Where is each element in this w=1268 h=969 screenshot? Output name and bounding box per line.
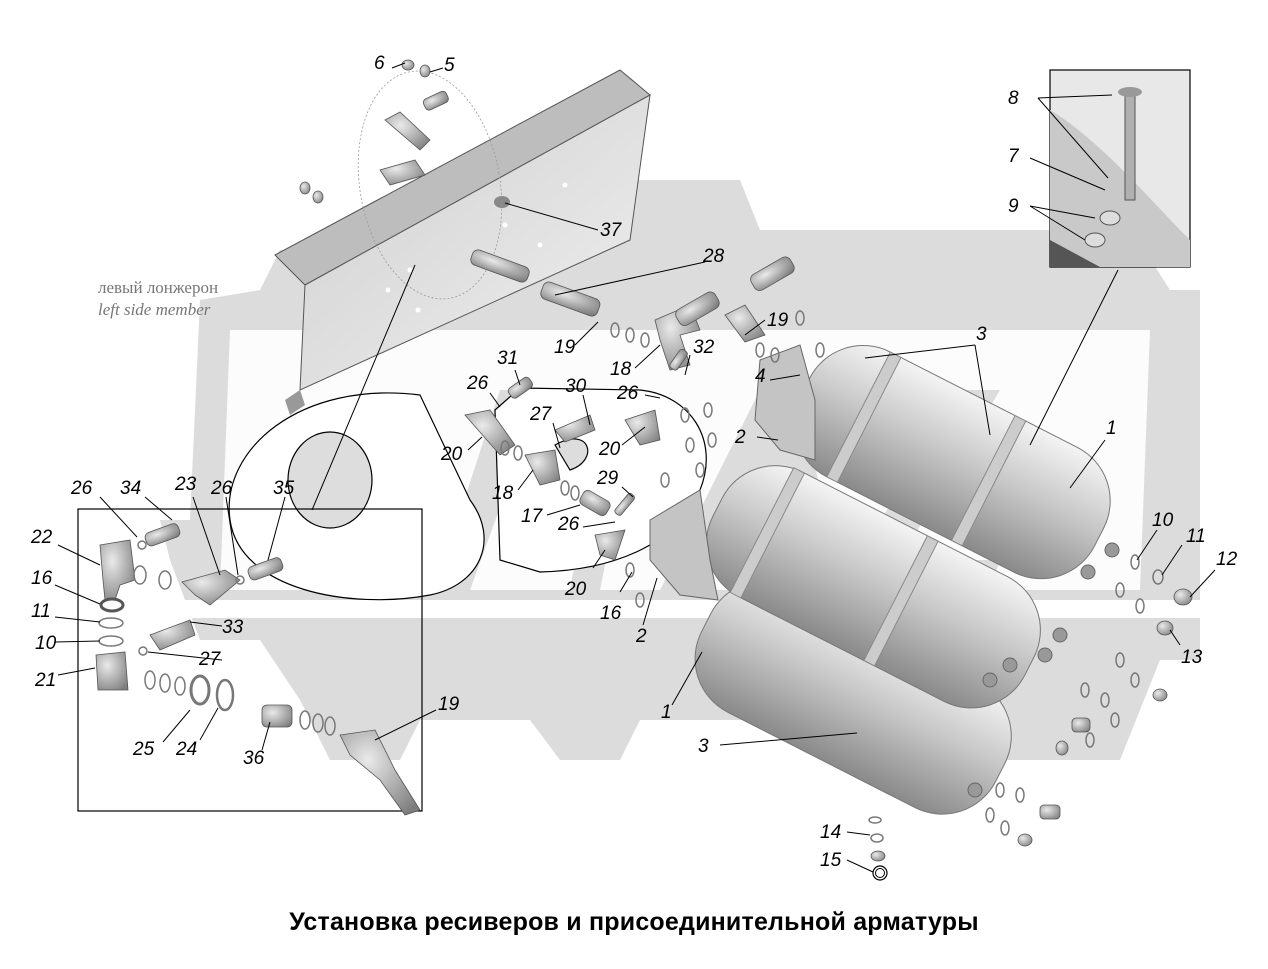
callout-27: 27 (198, 649, 222, 670)
washers (98, 310, 1164, 881)
callout-13: 13 (1181, 647, 1203, 668)
callout-29: 29 (596, 468, 619, 489)
inset-box-left (77, 508, 423, 812)
side-member-note-en: left side member (98, 300, 211, 319)
callout-34: 34 (120, 478, 141, 499)
callout-11: 11 (31, 601, 51, 622)
callout-11: 11 (1186, 526, 1206, 547)
callout-21: 21 (34, 670, 56, 691)
callout-9: 9 (1008, 196, 1019, 217)
callout-27: 27 (529, 404, 553, 425)
callout-15: 15 (820, 850, 842, 871)
callout-28: 28 (702, 246, 725, 267)
fittings (95, 59, 1193, 862)
side-member-beam (274, 69, 651, 415)
callout-2: 2 (635, 626, 647, 647)
callout-16: 16 (31, 568, 53, 589)
mounting-brackets (649, 344, 816, 601)
callout-22: 22 (30, 527, 53, 548)
small-disc-outline (287, 431, 373, 529)
receiver-upper (793, 345, 1111, 580)
callout-20: 20 (598, 439, 621, 460)
callout-26: 26 (210, 478, 233, 499)
callout-18: 18 (492, 483, 514, 504)
receiver-middle (705, 465, 1041, 709)
callout-20: 20 (564, 579, 587, 600)
tank-ports (967, 542, 1120, 798)
callout-26: 26 (466, 373, 489, 394)
callout-35: 35 (273, 478, 295, 499)
callout-17: 17 (521, 506, 544, 527)
callout-6: 6 (374, 53, 385, 74)
callout-3: 3 (698, 736, 709, 757)
diagram-caption: Установка ресиверов и присоединительной … (289, 908, 979, 936)
callout-30: 30 (565, 376, 587, 397)
leader-lines (54, 62, 1216, 873)
callout-3: 3 (976, 324, 987, 345)
callout-1: 1 (1106, 418, 1117, 439)
callout-26: 26 (616, 383, 639, 404)
receiver-tanks (694, 345, 1120, 815)
bracket-upper (754, 344, 816, 461)
callout-25: 25 (132, 739, 155, 760)
callout-32: 32 (693, 337, 715, 358)
callout-19: 19 (554, 337, 576, 358)
callout-24: 24 (175, 739, 197, 760)
callout-14: 14 (820, 822, 841, 843)
detail-ellipse (357, 70, 503, 300)
side-member-note-ru: левый лонжерон (98, 278, 218, 297)
callout-5: 5 (444, 55, 455, 76)
callout-18: 18 (610, 359, 632, 380)
callout-1: 1 (661, 702, 672, 723)
callout-26: 26 (557, 514, 580, 535)
callout-2: 2 (734, 427, 746, 448)
callout-36: 36 (243, 748, 265, 769)
callout-10: 10 (1152, 510, 1174, 531)
callout-31: 31 (497, 348, 518, 369)
inset-box-clamp-detail (1049, 69, 1191, 268)
callout-37: 37 (600, 220, 623, 241)
callout-26: 26 (70, 478, 93, 499)
callout-19: 19 (767, 310, 789, 331)
callout-33: 33 (222, 617, 244, 638)
callout-8: 8 (1008, 88, 1019, 109)
callout-7: 7 (1008, 146, 1020, 167)
callout-10: 10 (35, 633, 57, 654)
bracket-lower (649, 489, 719, 601)
callout-23: 23 (174, 474, 197, 495)
watermark-white-stripe (150, 600, 1260, 618)
callout-16: 16 (600, 603, 622, 624)
callout-4: 4 (755, 366, 766, 387)
callout-12: 12 (1216, 549, 1238, 570)
callout-19: 19 (438, 694, 460, 715)
callout-labels: 6 5 37 28 19 19 18 32 31 26 30 26 27 20 … (30, 53, 1238, 871)
callout-20: 20 (440, 444, 463, 465)
